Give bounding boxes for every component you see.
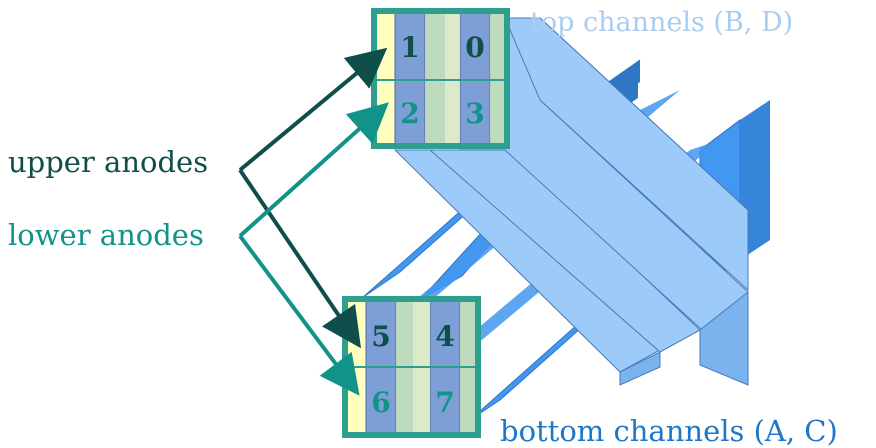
bottom-anode-pad <box>342 296 481 438</box>
top-anode-pad <box>371 8 510 149</box>
anode-label-4: 4 <box>435 320 454 353</box>
anode-label-5: 5 <box>371 320 390 353</box>
top-channels-label: top channels (B, D) <box>530 7 793 38</box>
bottom-channels-label: bottom channels (A, C) <box>500 414 838 448</box>
anode-label-2: 2 <box>400 97 419 130</box>
anode-label-3: 3 <box>465 97 484 130</box>
upper-anodes-arrows <box>238 47 388 349</box>
lower-anodes-arrows <box>238 102 389 396</box>
anode-label-6: 6 <box>371 386 390 419</box>
lower-anodes-label: lower anodes <box>8 218 204 252</box>
anode-label-0: 0 <box>465 31 484 64</box>
anode-label-7: 7 <box>435 386 454 419</box>
upper-anodes-label: upper anodes <box>8 145 208 179</box>
anode-label-1: 1 <box>400 31 419 64</box>
top-channel-bar-top <box>504 17 749 292</box>
